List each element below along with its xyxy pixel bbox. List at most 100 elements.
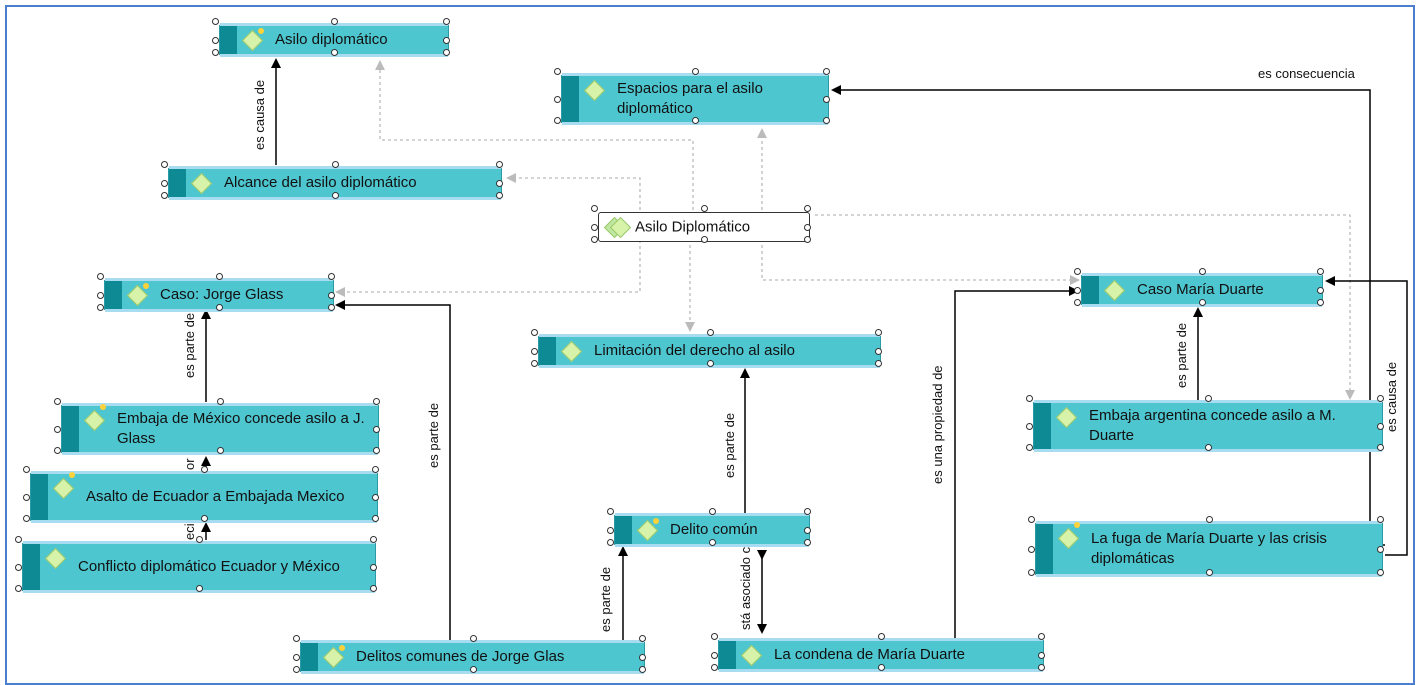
node-conflicto[interactable]: Conflicto diplomático Ecuador y México [22, 541, 376, 593]
resize-handle[interactable] [591, 236, 598, 243]
resize-handle[interactable] [1038, 652, 1045, 659]
resize-handle[interactable] [1377, 423, 1384, 430]
resize-handle[interactable] [293, 635, 300, 642]
resize-handle[interactable] [692, 68, 699, 75]
resize-handle[interactable] [823, 68, 830, 75]
resize-handle[interactable] [804, 508, 811, 515]
resize-handle[interactable] [496, 161, 503, 168]
resize-handle[interactable] [711, 664, 718, 671]
resize-handle[interactable] [15, 585, 22, 592]
resize-handle[interactable] [15, 564, 22, 571]
resize-handle[interactable] [372, 515, 379, 522]
resize-handle[interactable] [1026, 444, 1033, 451]
resize-handle[interactable] [97, 304, 104, 311]
resize-handle[interactable] [370, 585, 377, 592]
resize-handle[interactable] [212, 37, 219, 44]
resize-handle[interactable] [607, 527, 614, 534]
resize-handle[interactable] [1206, 569, 1213, 576]
resize-handle[interactable] [196, 536, 203, 543]
resize-handle[interactable] [554, 117, 561, 124]
resize-handle[interactable] [875, 329, 882, 336]
resize-handle[interactable] [823, 96, 830, 103]
resize-handle[interactable] [709, 539, 716, 546]
resize-handle[interactable] [54, 426, 61, 433]
resize-handle[interactable] [1205, 444, 1212, 451]
resize-handle[interactable] [54, 447, 61, 454]
resize-handle[interactable] [1038, 633, 1045, 640]
resize-handle[interactable] [217, 447, 224, 454]
resize-handle[interactable] [1026, 395, 1033, 402]
node-fuga[interactable]: La fuga de María Duarte y las crisis dip… [1035, 521, 1383, 577]
resize-handle[interactable] [54, 398, 61, 405]
resize-handle[interactable] [373, 398, 380, 405]
resize-handle[interactable] [1205, 395, 1212, 402]
resize-handle[interactable] [554, 96, 561, 103]
resize-handle[interactable] [293, 654, 300, 661]
resize-handle[interactable] [1377, 546, 1384, 553]
resize-handle[interactable] [97, 273, 104, 280]
resize-handle[interactable] [216, 273, 223, 280]
resize-handle[interactable] [804, 527, 811, 534]
resize-handle[interactable] [201, 466, 208, 473]
resize-handle[interactable] [607, 508, 614, 515]
resize-handle[interactable] [591, 224, 598, 231]
resize-handle[interactable] [293, 666, 300, 673]
resize-handle[interactable] [373, 447, 380, 454]
resize-handle[interactable] [823, 117, 830, 124]
resize-handle[interactable] [23, 515, 30, 522]
node-espacios[interactable]: Espacios para el asilo diplomático [561, 73, 829, 125]
resize-handle[interactable] [496, 192, 503, 199]
resize-handle[interactable] [591, 205, 598, 212]
resize-handle[interactable] [709, 508, 716, 515]
resize-handle[interactable] [1038, 664, 1045, 671]
resize-handle[interactable] [531, 360, 538, 367]
resize-handle[interactable] [370, 564, 377, 571]
resize-handle[interactable] [443, 18, 450, 25]
resize-handle[interactable] [161, 192, 168, 199]
resize-handle[interactable] [1317, 287, 1324, 294]
resize-handle[interactable] [470, 635, 477, 642]
resize-handle[interactable] [1028, 569, 1035, 576]
resize-handle[interactable] [531, 348, 538, 355]
resize-handle[interactable] [1028, 546, 1035, 553]
resize-handle[interactable] [328, 292, 335, 299]
resize-handle[interactable] [15, 536, 22, 543]
resize-handle[interactable] [1317, 268, 1324, 275]
resize-handle[interactable] [328, 273, 335, 280]
resize-handle[interactable] [496, 180, 503, 187]
resize-handle[interactable] [875, 348, 882, 355]
resize-handle[interactable] [1377, 569, 1384, 576]
resize-handle[interactable] [1026, 423, 1033, 430]
resize-handle[interactable] [692, 117, 699, 124]
resize-handle[interactable] [212, 18, 219, 25]
resize-handle[interactable] [1317, 299, 1324, 306]
resize-handle[interactable] [1206, 516, 1213, 523]
resize-handle[interactable] [1377, 444, 1384, 451]
resize-handle[interactable] [1074, 299, 1081, 306]
resize-handle[interactable] [531, 329, 538, 336]
resize-handle[interactable] [332, 192, 339, 199]
resize-handle[interactable] [554, 68, 561, 75]
resize-handle[interactable] [639, 666, 646, 673]
resize-handle[interactable] [1074, 268, 1081, 275]
resize-handle[interactable] [216, 304, 223, 311]
resize-handle[interactable] [23, 494, 30, 501]
resize-handle[interactable] [639, 654, 646, 661]
resize-handle[interactable] [217, 398, 224, 405]
resize-handle[interactable] [711, 633, 718, 640]
resize-handle[interactable] [804, 224, 811, 231]
resize-handle[interactable] [607, 539, 614, 546]
resize-handle[interactable] [804, 236, 811, 243]
resize-handle[interactable] [707, 329, 714, 336]
resize-handle[interactable] [201, 515, 208, 522]
resize-handle[interactable] [878, 664, 885, 671]
resize-handle[interactable] [372, 466, 379, 473]
node-asalto[interactable]: Asalto de Ecuador a Embajada Mexico [30, 471, 378, 523]
resize-handle[interactable] [1074, 287, 1081, 294]
resize-handle[interactable] [804, 205, 811, 212]
resize-handle[interactable] [332, 161, 339, 168]
node-embaja-mexico[interactable]: Embaja de México concede asilo a J. Glas… [61, 403, 379, 455]
resize-handle[interactable] [707, 360, 714, 367]
resize-handle[interactable] [639, 635, 646, 642]
resize-handle[interactable] [370, 536, 377, 543]
